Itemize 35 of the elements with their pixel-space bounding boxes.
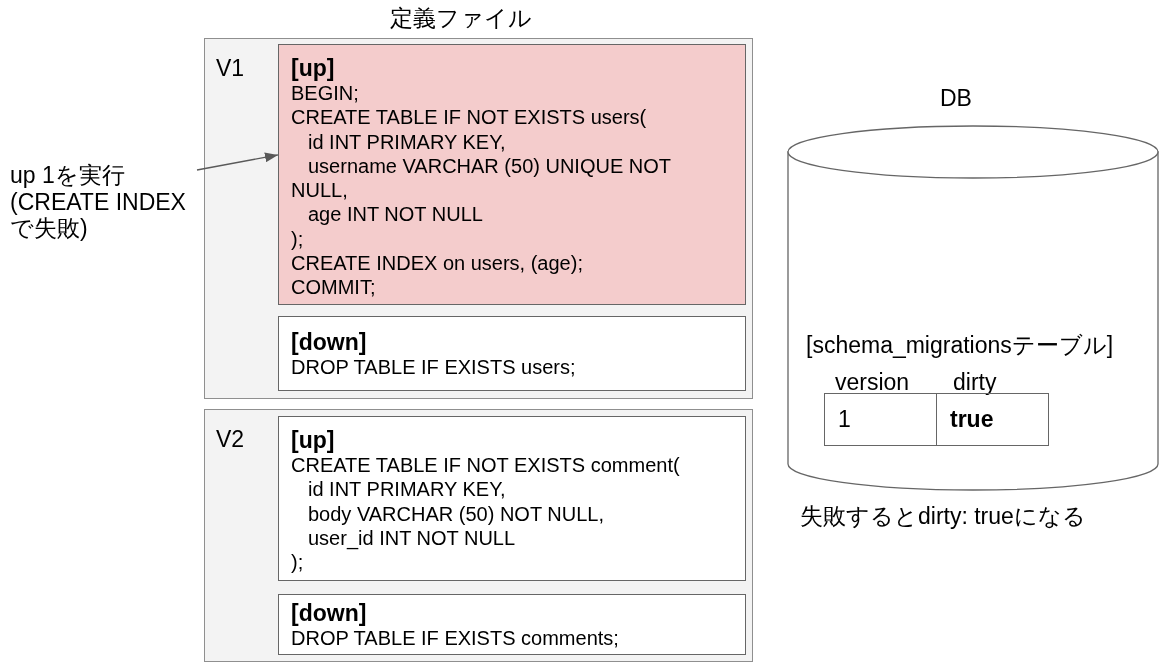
code-line: user_id INT NOT NULL [307,525,516,551]
code-line: CREATE INDEX on users, (age); [291,251,583,276]
section-heading: [up] [291,427,335,453]
version-panel [204,38,753,399]
code-line: id INT PRIMARY KEY, [307,129,506,154]
section-heading: [down] [291,329,367,355]
note-text: 失敗するとdirty: trueになる [800,503,1086,529]
code-block [278,44,746,305]
code-line: ); [291,550,304,575]
annotation-text: up 1を実行(CREATE INDEXで失敗) [10,162,197,242]
code-line: DROP TABLE IF EXISTS users; [291,355,576,380]
arrow [196,152,279,171]
code-line: age INT NOT NULL [307,202,483,227]
database-label: DB [940,85,972,111]
code-line: CREATE TABLE IF NOT EXISTS comment( [291,453,680,478]
section-heading: [down] [291,600,367,626]
code-line: body VARCHAR (50) NOT NULL, [307,501,604,526]
section-heading: [up] [291,55,335,81]
code-line: id INT PRIMARY KEY, [307,477,506,502]
version-panel [204,409,753,662]
version-label: V1 [216,55,245,81]
code-line: COMMIT; [291,275,376,300]
code-block [278,416,746,581]
table-title: [schema_migrationsテーブル] [806,332,1114,358]
code-line: CREATE TABLE IF NOT EXISTS users( [291,105,647,130]
table-cell: true [936,393,1049,446]
code-block [278,594,746,655]
code-line: BEGIN; [291,81,359,106]
column-header: dirty [953,369,997,395]
code-line: ); [291,226,304,252]
code-block [278,316,746,391]
table-cell: 1 [824,393,937,446]
code-line: DROP TABLE IF EXISTS comments; [291,626,619,651]
column-header: version [835,369,910,395]
version-label: V2 [216,426,245,452]
